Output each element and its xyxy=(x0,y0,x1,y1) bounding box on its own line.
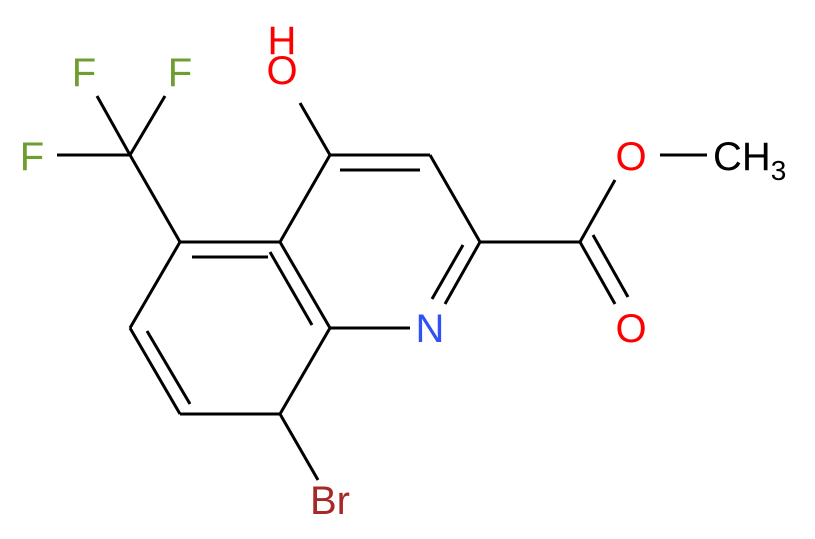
bond-c8-c8a xyxy=(278,327,332,415)
bond-c8-br xyxy=(278,413,320,481)
atom-label-f3: F xyxy=(20,135,44,179)
bond-c2-n1-inner xyxy=(430,244,465,300)
bond-c5-c6 xyxy=(128,241,182,329)
bond-c2-n1 xyxy=(443,241,482,305)
atom-label-hydroxyl-h: H xyxy=(268,19,297,63)
bond-c8a-c4a xyxy=(278,241,332,329)
atom-label-methyl: CH3 xyxy=(713,135,786,186)
atom-label-f2: F xyxy=(168,51,192,95)
bond-c5-cf3 xyxy=(128,154,182,243)
atom-label-br: Br xyxy=(310,479,350,523)
label-layer: F F F H O O O CH3 N Br xyxy=(20,19,787,523)
atom-label-ester-o: O xyxy=(615,135,646,179)
methyl-ch-text: CH xyxy=(713,135,771,179)
bond-ccarb-ocarbonyl-2 xyxy=(591,234,630,298)
bond-cf3-f1 xyxy=(95,95,132,156)
bond-layer xyxy=(57,95,707,481)
atom-label-ring-n: N xyxy=(416,307,445,351)
bond-c3-c2 xyxy=(428,154,482,243)
bond-ccarb-ocarbonyl xyxy=(578,241,617,305)
atom-label-f1: F xyxy=(72,51,96,95)
bond-c4a-c4 xyxy=(278,154,332,243)
bond-c6-c7 xyxy=(128,327,182,415)
atom-label-hydroxyl-o: O xyxy=(266,49,297,93)
bond-c8a-c4a-inner xyxy=(268,251,314,326)
methyl-subscript: 3 xyxy=(771,155,787,186)
bond-c6-c7-inner xyxy=(145,330,192,405)
bond-c4-oh xyxy=(298,102,332,156)
bond-ccarb-oester xyxy=(578,179,617,243)
bond-cf3-f2 xyxy=(128,95,167,156)
atom-label-carbonyl-o: O xyxy=(615,307,646,351)
